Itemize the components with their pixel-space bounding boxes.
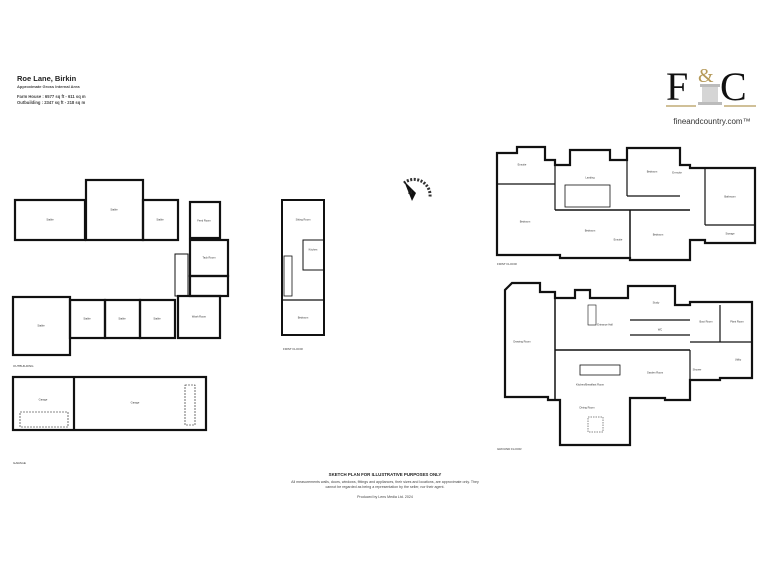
- room-label: Bedroom: [519, 220, 531, 224]
- room-label: Plant Room: [730, 320, 744, 324]
- garage-plan: [11, 375, 208, 432]
- room-label: Bathroom: [724, 195, 736, 199]
- room-label: WC: [657, 328, 663, 332]
- producer-credit: Produced by Lens Media Ltd. 2024: [357, 495, 413, 499]
- outbuilding-area: Outbuilding : 2347 sq ft - 218 sq m: [17, 100, 86, 105]
- logo-website: fineandcountry.com™: [673, 117, 751, 126]
- room-label: Kitchen: [308, 248, 318, 252]
- ground-floor-label: GROUND FLOOR: [497, 447, 522, 451]
- outbuilding-label: OUTBUILDING: [13, 364, 34, 368]
- first-floor-label: FIRST FLOOR: [497, 262, 517, 266]
- outbuilding-first-floor-label: FIRST FLOOR: [283, 347, 303, 351]
- room-label: Bedroom: [297, 316, 309, 320]
- room-label: Ensuite: [613, 238, 623, 242]
- room-label: Shower: [692, 368, 702, 372]
- room-label: En-suite: [672, 171, 682, 175]
- room-label: Drawing Room: [513, 340, 531, 344]
- room-label: Stable: [110, 208, 118, 212]
- room-label: Dining Room: [579, 406, 595, 410]
- farm-house-area: Farm House : 6577 sq ft - 611 sq m: [17, 94, 86, 99]
- room-label: Utility: [734, 358, 742, 362]
- house-first-floor-plan: [495, 145, 757, 262]
- area-subtitle: Approximate Gross Internal Area: [17, 84, 80, 89]
- room-label: Wash Room: [191, 315, 207, 319]
- room-label: Tack Room: [202, 256, 216, 260]
- svg-text:C: C: [720, 64, 747, 109]
- room-label: Bedroom: [652, 233, 664, 237]
- room-label: Study: [652, 301, 660, 305]
- svg-text:&: &: [698, 65, 714, 87]
- room-label: Stable: [153, 317, 161, 321]
- room-label: Sitting Room: [295, 218, 311, 222]
- room-label: Stable: [37, 324, 45, 328]
- property-title: Roe Lane, Birkin: [17, 74, 77, 83]
- room-label: Stable: [118, 317, 126, 321]
- house-ground-floor-plan: [503, 281, 754, 447]
- compass: [403, 177, 432, 201]
- room-label: Stable: [83, 317, 91, 321]
- room-label: Bedroom: [646, 170, 658, 174]
- room-label: Feed Room: [197, 219, 211, 223]
- room-label: Stable: [46, 218, 54, 222]
- room-label: Kitchen/Breakfast Room: [576, 383, 604, 387]
- outbuilding-first-floor-plan: [281, 199, 325, 336]
- room-label: Ensuite: [517, 163, 527, 167]
- disclaimer-block: SKETCH PLAN FOR ILLUSTRATIVE PURPOSES ON…: [290, 472, 480, 499]
- disclaimer-heading: SKETCH PLAN FOR ILLUSTRATIVE PURPOSES ON…: [328, 472, 442, 477]
- room-label: Garden Room: [646, 371, 664, 375]
- room-label: Garage: [38, 398, 48, 402]
- room-label: Stable: [156, 218, 164, 222]
- garage-label: GARAGE: [13, 461, 26, 465]
- room-label: Bedroom: [584, 229, 596, 233]
- room-label: Storage: [725, 232, 735, 236]
- room-label: Entrance Hall: [597, 323, 613, 327]
- room-label: Garage: [130, 401, 140, 405]
- room-label: Boot Room: [699, 320, 713, 324]
- outbuilding-plan: [11, 178, 230, 357]
- svg-text:F: F: [666, 64, 688, 109]
- disclaimer-text: All measurements walls, doors, windows, …: [291, 480, 479, 489]
- compass-north-icon: N: [408, 190, 413, 196]
- fine-and-country-logo: F C &: [666, 64, 756, 109]
- room-label: Landing: [585, 176, 595, 180]
